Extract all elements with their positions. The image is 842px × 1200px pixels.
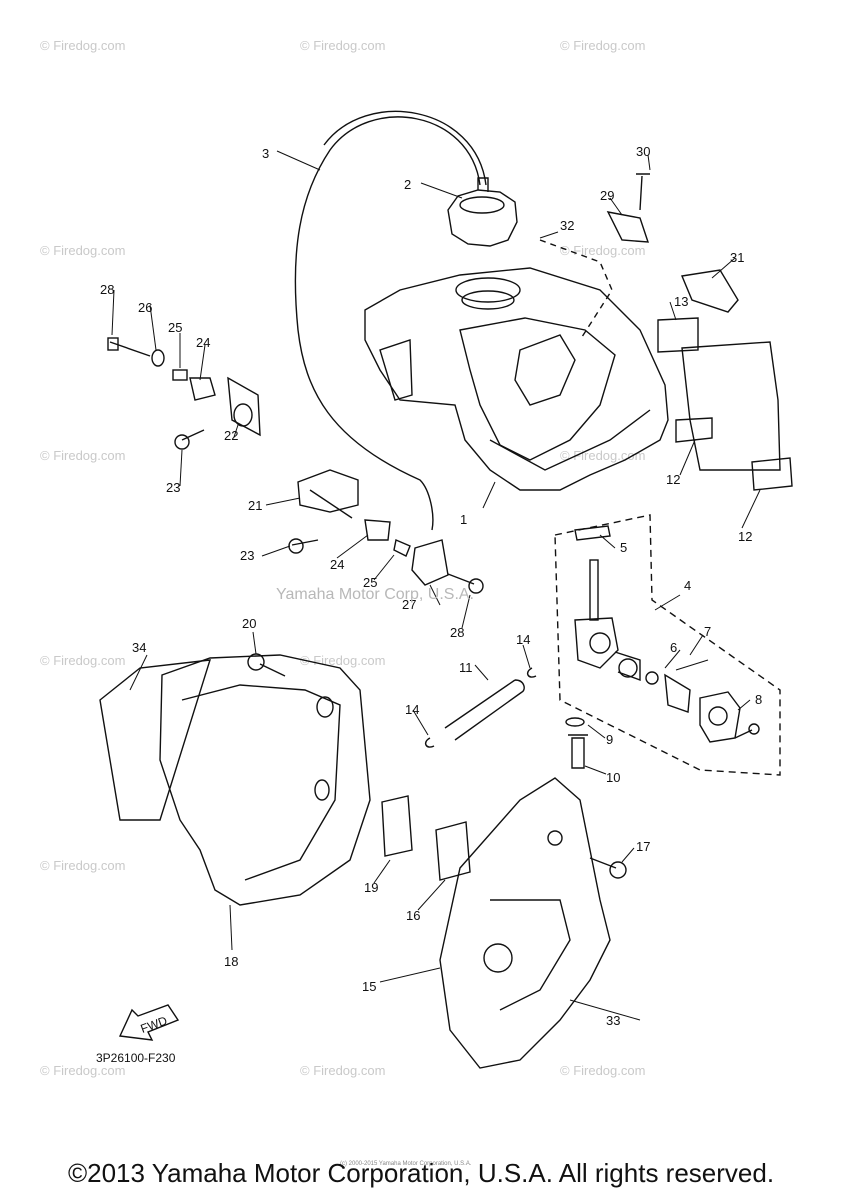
fwd-label: FWD <box>139 1013 170 1036</box>
callout: 27 <box>402 597 416 612</box>
clip <box>424 737 435 748</box>
side-cover-left <box>99 654 371 906</box>
callout: 11 <box>459 660 473 675</box>
side-cover-right <box>439 777 611 1069</box>
callout-labels: 1 2 3 4 5 6 7 8 9 10 11 12 12 13 14 14 1… <box>96 144 762 1065</box>
callout: 15 <box>362 979 376 994</box>
callout: 14 <box>516 632 530 647</box>
callout: 20 <box>242 616 256 631</box>
watermark: © Firedog.com <box>560 243 645 258</box>
callout: 31 <box>730 250 744 265</box>
callout: 19 <box>364 880 378 895</box>
watermark: © Firedog.com <box>40 1063 125 1078</box>
fwd-arrow <box>118 1004 180 1041</box>
callout: 29 <box>600 188 614 203</box>
callout: 21 <box>248 498 262 513</box>
watermark: © Firedog.com <box>40 448 125 463</box>
tank-labels <box>606 173 793 491</box>
callout: 24 <box>330 557 344 572</box>
mount-hardware-left <box>107 337 261 450</box>
callout: 10 <box>606 770 620 785</box>
watermark: © Firedog.com <box>40 243 125 258</box>
callout: 13 <box>674 294 688 309</box>
callout: 3 <box>262 146 269 161</box>
copyright-footer: ©2013 Yamaha Motor Corporation, U.S.A. A… <box>67 1158 775 1188</box>
callout: 5 <box>620 540 627 555</box>
watermark: © Firedog.com <box>300 1063 385 1078</box>
callout: 32 <box>560 218 574 233</box>
fuel-cock <box>574 525 741 743</box>
mount-hardware-right <box>288 469 484 594</box>
watermark: © Firedog.com <box>300 38 385 53</box>
part-code: 3P26100-F230 <box>96 1051 176 1065</box>
center-watermark: Yamaha Motor Corp, U.S.A. <box>276 586 474 603</box>
callout: 8 <box>755 692 762 707</box>
watermark: © Firedog.com <box>560 38 645 53</box>
callout: 30 <box>636 144 650 159</box>
callout: 1 <box>460 512 467 527</box>
watermark-layer: © Firedog.com © Firedog.com © Firedog.co… <box>40 38 645 1078</box>
callout: 24 <box>196 335 210 350</box>
fuel-cap <box>447 177 518 247</box>
watermark: © Firedog.com <box>300 653 385 668</box>
watermark: © Firedog.com <box>560 448 645 463</box>
callout: 6 <box>670 640 677 655</box>
callout: 12 <box>666 472 680 487</box>
callout: 25 <box>168 320 182 335</box>
callout: 2 <box>404 177 411 192</box>
callout: 16 <box>406 908 420 923</box>
callout: 7 <box>704 624 711 639</box>
copyright-small: (c) 2000-2015 Yamaha Motor Corporation, … <box>340 1161 472 1167</box>
callout: 28 <box>450 625 464 640</box>
clip <box>526 667 537 678</box>
callout: 12 <box>738 529 752 544</box>
callout: 34 <box>132 640 146 655</box>
washer <box>565 717 585 727</box>
fuel-cock-group-boundary <box>554 514 781 776</box>
callout: 22 <box>224 428 238 443</box>
callout: 4 <box>684 578 691 593</box>
watermark: © Firedog.com <box>40 38 125 53</box>
callout: 17 <box>636 839 650 854</box>
callout: 18 <box>224 954 238 969</box>
callout: 9 <box>606 732 613 747</box>
callout: 28 <box>100 282 114 297</box>
callout: 33 <box>606 1013 620 1028</box>
grommet <box>435 821 471 881</box>
drain-bolt <box>568 734 588 769</box>
callout: 26 <box>138 300 152 315</box>
watermark: © Firedog.com <box>40 653 125 668</box>
callout: 23 <box>166 480 180 495</box>
callout: 14 <box>405 702 419 717</box>
watermark: © Firedog.com <box>560 1063 645 1078</box>
fuel-hose <box>444 679 525 741</box>
grommet <box>381 795 413 857</box>
watermark: © Firedog.com <box>40 858 125 873</box>
leader-lines <box>111 150 761 1021</box>
fuel-tank <box>364 267 669 491</box>
callout: 23 <box>240 548 254 563</box>
callout: 25 <box>363 575 377 590</box>
breather-hose <box>294 116 481 531</box>
emblem-boundary <box>539 239 613 341</box>
